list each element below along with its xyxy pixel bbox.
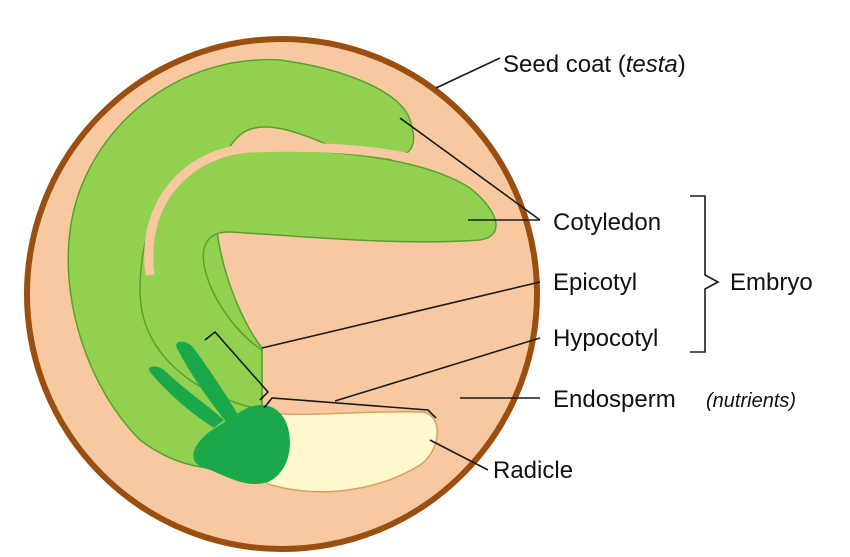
leader-hypocotyl	[334, 337, 541, 402]
plumule-leaf-2	[149, 366, 224, 428]
label-cotyledon: Cotyledon	[553, 209, 661, 236]
cotyledon-inner	[139, 148, 497, 411]
label-embryo: Embryo	[730, 269, 813, 296]
hypocotyl-bracket	[263, 397, 437, 419]
leader-epicotyl	[261, 281, 541, 349]
label-endosperm-note: (nutrients)	[706, 390, 796, 412]
label-hypocotyl: Hypocotyl	[553, 325, 658, 352]
label-epicotyl: Epicotyl	[553, 269, 637, 296]
leader-radicle	[429, 439, 489, 471]
hypocotyl-shape	[193, 405, 290, 485]
label-radicle: Radicle	[493, 457, 573, 484]
seed-coat-ring	[24, 36, 540, 552]
epicotyl-bracket	[204, 330, 270, 401]
cotyledon-gap	[144, 142, 473, 276]
plumule-leaf-1	[176, 341, 240, 424]
label-endosperm: Endosperm	[553, 386, 676, 413]
label-seed-coat: Seed coat (testa)	[503, 51, 686, 78]
leader-seed-coat	[435, 57, 501, 89]
cotyledon-outer	[67, 58, 415, 469]
embryo-bracket	[690, 195, 720, 353]
leader-cotyledon-1	[399, 117, 541, 221]
